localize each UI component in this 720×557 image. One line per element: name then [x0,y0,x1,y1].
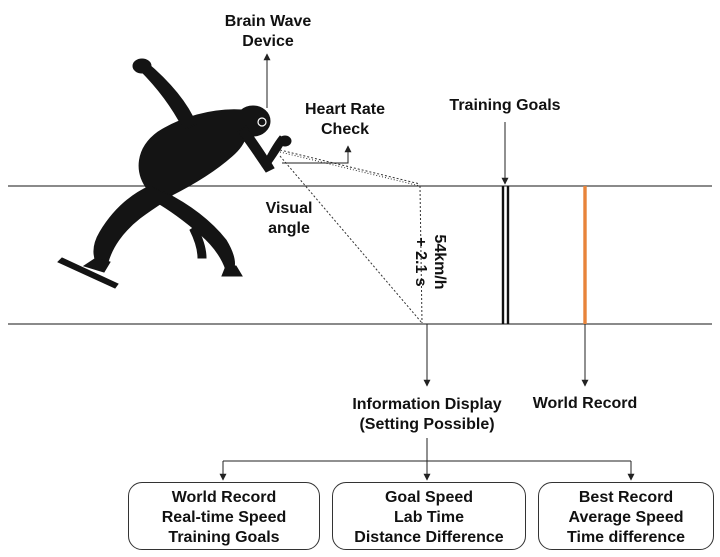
visual-angle-label: Visual angle [254,199,324,239]
world-record-label: World Record [532,395,638,412]
display-box-world-record: World Record Real-time Speed Training Go… [128,482,320,550]
box-line: Real-time Speed [161,509,287,526]
sight-line-bottom [279,155,423,324]
box-line: World Record [171,489,277,506]
display-box-goal-speed: Goal Speed Lab Time Distance Difference [332,482,526,550]
box-line: Lab Time [394,509,464,526]
box-line: Goal Speed [384,489,474,506]
brain-wave-label-line2: Device [242,33,294,50]
info-display-label-line1: Information Display [352,396,502,413]
info-display-label-line2: (Setting Possible) [359,416,495,433]
heart-rate-label-line2: Check [320,121,370,138]
training-goals-label: Training Goals [449,97,561,114]
marker-line [419,185,423,324]
skater-silhouette [57,58,292,289]
heart-rate-label: Heart Rate Check [290,100,400,140]
visual-angle-label-line1: Visual [265,200,313,217]
box-line: Average Speed [568,509,684,526]
sight-line-mid [279,151,421,187]
heart-rate-arrow [282,145,352,164]
heart-rate-label-line1: Heart Rate [304,101,386,118]
brain-wave-label-line1: Brain Wave [224,13,312,30]
box-line: Time difference [567,529,685,546]
speed-text: 54km/h [431,234,448,290]
display-box-best-record: Best Record Average Speed Time differenc… [538,482,714,550]
time-diff-text: + 2.1 s [412,237,429,287]
box-line: Training Goals [168,529,280,546]
speed-time-marker: 54km/h + 2.1 s [412,222,448,302]
visual-angle-label-line2: angle [268,220,310,237]
info-display-label: Information Display (Setting Possible) [322,395,532,435]
sight-line-top [279,149,421,185]
box-line: Distance Difference [354,529,504,546]
brain-wave-label: Brain Wave Device [213,12,323,52]
box-line: Best Record [578,489,674,506]
